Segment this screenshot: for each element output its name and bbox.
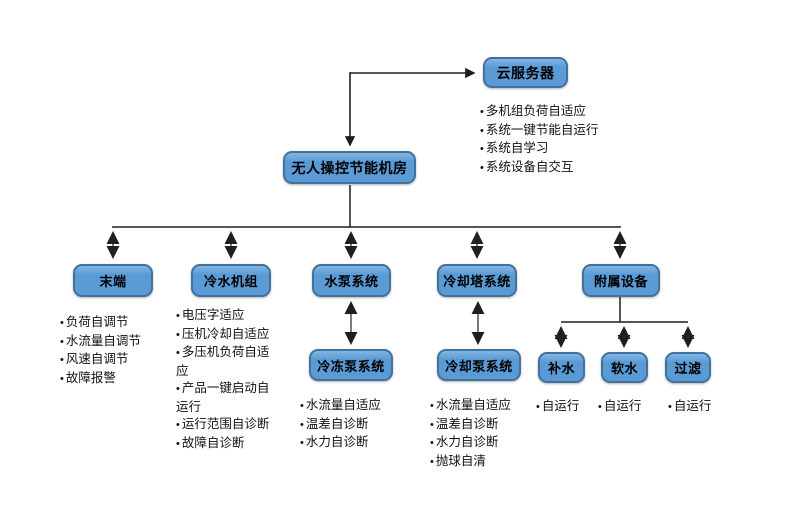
list-item: 系统自学习 <box>480 140 612 159</box>
node-pump-system-label: 水泵系统 <box>324 274 379 289</box>
list-cloud-server: 多机组负荷自适应 系统一键节能自运行 系统自学习 系统设备自交互 <box>480 103 612 177</box>
list-item: 自运行 <box>668 398 726 417</box>
list-chilled-pump-system: 水流量自适应 温差自诊断 水力自诊断 <box>300 397 410 453</box>
list-item: 电压字适应 <box>176 307 278 326</box>
list-cooling-pump-system: 水流量自适应 温差自诊断 水力自诊断 抛球自清 <box>430 397 540 471</box>
node-soft-water-label: 软水 <box>610 361 638 376</box>
node-chilled-pump-label: 冷冻泵系统 <box>317 358 385 374</box>
node-pump-system: 水泵系统 <box>312 264 391 297</box>
list-item: 温差自诊断 <box>430 416 540 435</box>
node-root-machine-room: 无人操控节能机房 <box>283 151 416 184</box>
node-filter: 过滤 <box>665 352 711 383</box>
node-cloud-server-label: 云服务器 <box>496 64 555 81</box>
list-item: 水力自诊断 <box>300 434 410 453</box>
list-terminal: 负荷自调节 水流量自调节 风速自调节 故障报警 <box>60 314 170 388</box>
node-makeup-water: 补水 <box>538 352 585 383</box>
node-cooling-pump-system: 冷却泵系统 <box>437 349 521 381</box>
list-item: 负荷自调节 <box>60 314 170 333</box>
list-item: 自运行 <box>598 398 656 417</box>
list-item: 运行范围自诊断 <box>176 416 278 435</box>
list-item: 水力自诊断 <box>430 434 540 453</box>
list-item: 水流量自适应 <box>430 397 540 416</box>
list-item: 水流量自适应 <box>300 397 410 416</box>
list-item: 故障报警 <box>60 370 170 389</box>
node-cloud-server: 云服务器 <box>483 57 568 88</box>
list-item: 多机组负荷自适应 <box>480 103 612 122</box>
list-soft-water: 自运行 <box>598 398 656 417</box>
node-chiller-label: 冷水机组 <box>203 274 258 289</box>
node-chilled-pump-system: 冷冻泵系统 <box>309 349 393 381</box>
node-terminal: 末端 <box>73 264 153 297</box>
node-cooling-tower-system: 冷却塔系统 <box>437 264 517 297</box>
node-cooling-pump-label: 冷却泵系统 <box>445 358 513 374</box>
list-item: 温差自诊断 <box>300 416 410 435</box>
list-item: 系统一键节能自运行 <box>480 122 612 141</box>
list-item: 多压机负荷自适应 <box>176 344 278 380</box>
node-chiller-unit: 冷水机组 <box>191 264 271 297</box>
list-item: 故障自诊断 <box>176 435 278 454</box>
list-filter: 自运行 <box>668 398 726 417</box>
node-root-label: 无人操控节能机房 <box>291 159 408 176</box>
list-item: 自运行 <box>536 398 594 417</box>
node-makeup-water-label: 补水 <box>547 361 575 376</box>
list-item: 压机冷却自适应 <box>176 326 278 345</box>
node-auxiliary-equipment: 附属设备 <box>582 264 660 297</box>
list-makeup-water: 自运行 <box>536 398 594 417</box>
node-soft-water: 软水 <box>601 352 648 383</box>
list-item: 风速自调节 <box>60 351 170 370</box>
list-item: 产品一键启动自运行 <box>176 380 278 416</box>
list-item: 抛球自清 <box>430 453 540 472</box>
node-cooling-tower-label: 冷却塔系统 <box>443 274 511 289</box>
node-filter-label: 过滤 <box>674 361 702 376</box>
list-item: 系统设备自交互 <box>480 159 612 178</box>
node-terminal-label: 末端 <box>99 274 127 289</box>
list-chiller-unit: 电压字适应 压机冷却自适应 多压机负荷自适应 产品一键启动自运行 运行范围自诊断… <box>176 307 278 453</box>
node-auxiliary-label: 附属设备 <box>593 274 648 289</box>
list-item: 水流量自调节 <box>60 333 170 352</box>
